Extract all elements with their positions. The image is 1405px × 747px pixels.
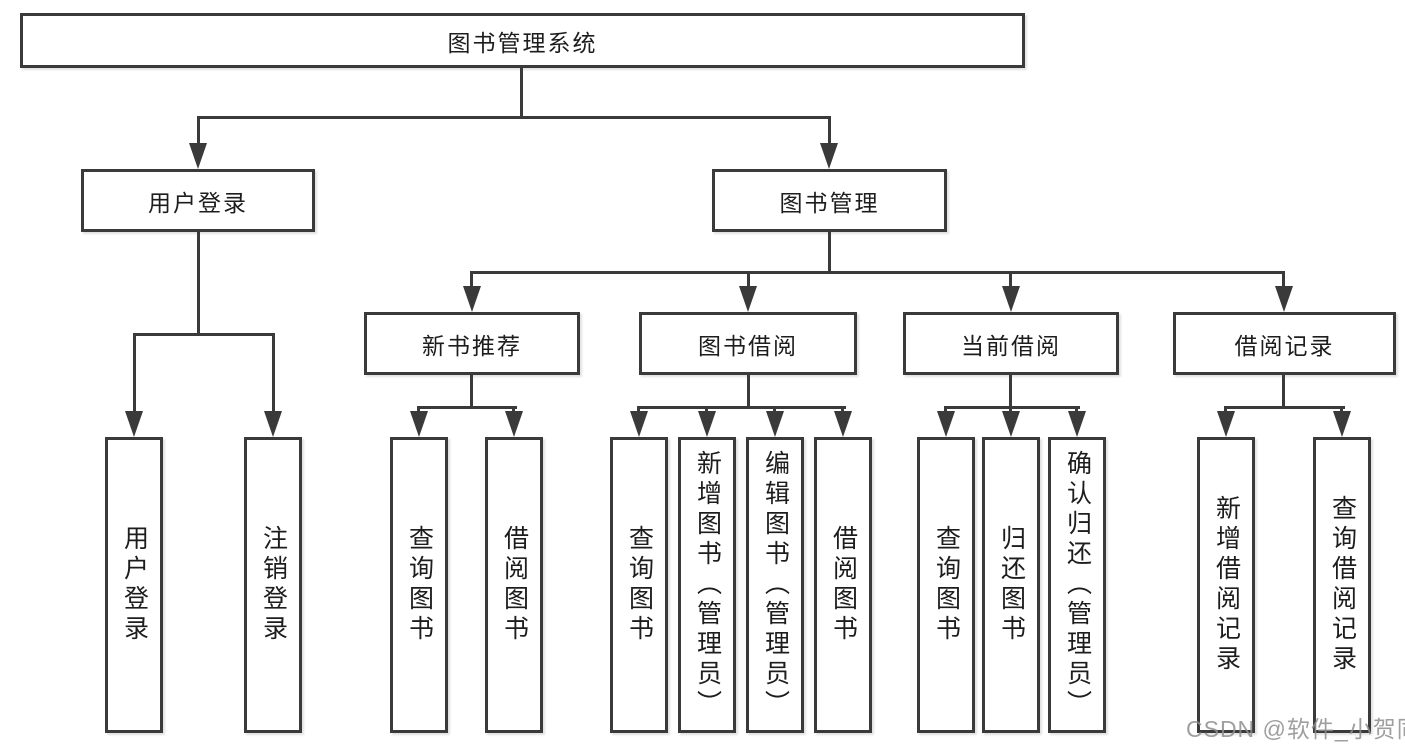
connector-drop-new-book <box>470 271 473 289</box>
node-query-borrow-record: 查询借阅记录 <box>1313 437 1371 733</box>
arrowhead-current-borrow <box>1002 286 1020 312</box>
arrowhead-sec2-c2 <box>1068 411 1086 437</box>
arrowhead-sec2-c0 <box>937 411 955 437</box>
node-label: 借阅记录 <box>1234 332 1335 359</box>
connector-login-horizontal <box>133 333 275 336</box>
node-label: 查询图书 <box>932 525 961 645</box>
connector-sec2-stub <box>1009 375 1012 409</box>
connector-drop-sec0-c0 <box>417 406 420 415</box>
node-return-books: 归还图书 <box>982 437 1040 733</box>
arrowhead-sec1-c3 <box>834 411 852 437</box>
connector-drop-management <box>828 116 831 146</box>
arrowhead-sec1-c1 <box>698 411 716 437</box>
connector-sec1-stub <box>747 375 750 409</box>
node-add-borrow-record: 新增借阅记录 <box>1197 437 1255 733</box>
node-label: 确认归还（管理员） <box>1063 450 1092 720</box>
arrowhead-logout <box>264 411 282 437</box>
connector-drop-borrow-records <box>1282 271 1285 289</box>
node-label: 图书管理系统 <box>447 29 598 56</box>
csdn-watermark: CSDN @软件_小贺同学 <box>1186 716 1405 742</box>
arrowhead-sec1-c2 <box>766 411 784 437</box>
connector-drop-sec1-c1 <box>705 406 708 415</box>
arrowhead-sec3-c1 <box>1333 411 1351 437</box>
node-label: 查询借阅记录 <box>1328 495 1357 675</box>
arrowhead-management <box>820 143 838 169</box>
node-borrow-books-leaf: 借阅图书 <box>814 437 872 733</box>
connector-drop-sec3-c1 <box>1340 406 1343 415</box>
node-label: 编辑图书（管理员） <box>761 450 790 720</box>
node-label: 查询图书 <box>405 525 434 645</box>
node-label: 归还图书 <box>997 525 1026 645</box>
connector-drop-book-borrow <box>747 271 750 289</box>
node-user-login-branch: 用户登录 <box>81 169 315 232</box>
node-label: 用户登录 <box>120 525 149 645</box>
connector-sec3-horizontal <box>1224 406 1345 409</box>
node-book-borrow: 图书借阅 <box>639 312 857 375</box>
connector-drop-sec0-c1 <box>512 406 515 415</box>
node-query-books-current: 查询图书 <box>917 437 975 733</box>
node-label: 新增借阅记录 <box>1212 495 1241 675</box>
connector-login-stub <box>197 232 200 336</box>
node-label: 图书管理 <box>779 189 880 216</box>
node-new-book-recommend: 新书推荐 <box>364 312 580 375</box>
node-current-borrow: 当前借阅 <box>903 312 1119 375</box>
connector-root-horizontal <box>197 116 831 119</box>
node-label: 借阅图书 <box>829 525 858 645</box>
connector-sec0-horizontal <box>418 406 517 409</box>
node-user-login-leaf: 用户登录 <box>105 437 163 733</box>
connector-sec2-horizontal <box>944 406 1080 409</box>
connector-drop-sec2-c2 <box>1075 406 1078 415</box>
connector-drop-user-login <box>133 333 136 415</box>
connector-drop-sec1-c0 <box>637 406 640 415</box>
node-label: 新增图书（管理员） <box>693 450 722 720</box>
connector-drop-sec2-c1 <box>1009 406 1012 415</box>
node-label: 当前借阅 <box>961 332 1061 359</box>
connector-sec1-horizontal <box>637 406 846 409</box>
node-label: 借阅图书 <box>500 525 529 645</box>
node-label: 图书借阅 <box>698 332 798 359</box>
connector-drop-sec3-c0 <box>1224 406 1227 415</box>
connector-sec0-stub <box>470 375 473 409</box>
arrowhead-login <box>189 143 207 169</box>
node-add-book-admin: 新增图书（管理员） <box>678 437 736 733</box>
node-query-books-borrow: 查询图书 <box>610 437 668 733</box>
connector-drop-login <box>197 116 200 146</box>
connector-drop-sec1-c3 <box>841 406 844 415</box>
connector-management-stub <box>828 232 831 274</box>
arrowhead-new-book <box>463 286 481 312</box>
connector-drop-sec2-c0 <box>944 406 947 415</box>
connector-drop-current-borrow <box>1009 271 1012 289</box>
node-borrow-books-recommend: 借阅图书 <box>485 437 543 733</box>
arrowhead-sec1-c0 <box>630 411 648 437</box>
node-confirm-return-admin: 确认归还（管理员） <box>1048 437 1106 733</box>
arrowhead-sec0-c0 <box>410 411 428 437</box>
node-edit-book-admin: 编辑图书（管理员） <box>746 437 804 733</box>
arrowhead-sec0-c1 <box>505 411 523 437</box>
node-book-management-branch: 图书管理 <box>712 169 947 232</box>
node-library-management-system: 图书管理系统 <box>20 13 1025 68</box>
node-label: 新书推荐 <box>422 332 522 359</box>
arrowhead-borrow-records <box>1275 286 1293 312</box>
arrowhead-sec2-c1 <box>1002 411 1020 437</box>
arrowhead-user-login <box>125 411 143 437</box>
connector-drop-logout <box>272 333 275 415</box>
connector-drop-sec1-c2 <box>773 406 776 415</box>
node-query-books-recommend: 查询图书 <box>390 437 448 733</box>
node-logout-leaf: 注销登录 <box>244 437 302 733</box>
connector-root-stub <box>520 68 523 118</box>
node-borrow-records: 借阅记录 <box>1173 312 1396 375</box>
connector-sec3-stub <box>1282 375 1285 409</box>
node-label: 用户登录 <box>148 189 248 216</box>
node-label: 查询图书 <box>625 525 654 645</box>
arrowhead-book-borrow <box>739 286 757 312</box>
connector-management-horizontal <box>471 271 1285 274</box>
arrowhead-sec3-c0 <box>1217 411 1235 437</box>
node-label: 注销登录 <box>259 525 288 645</box>
